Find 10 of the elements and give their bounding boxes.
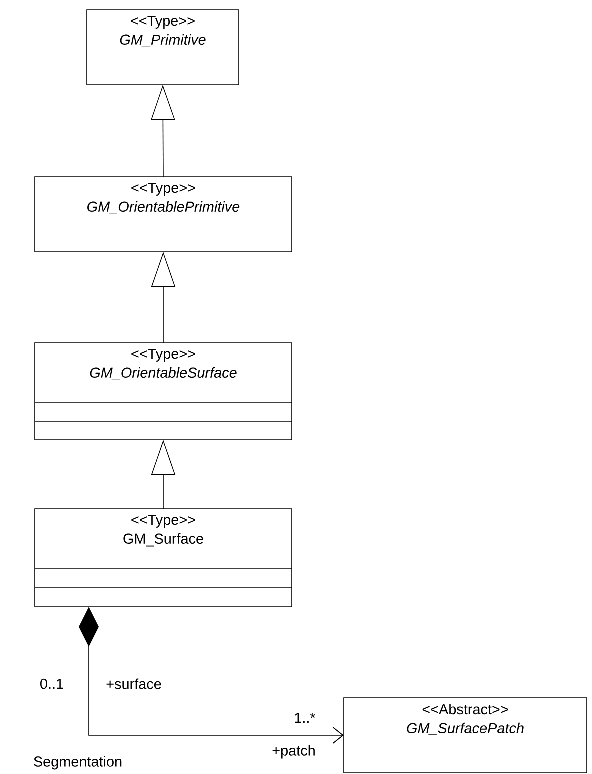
class-box: <<Type>> GM_Primitive: [86, 10, 240, 86]
role-label: +surface: [106, 678, 162, 690]
class-box: <<Type>> GM_OrientablePrimitive: [34, 176, 292, 252]
class-box: <<Type>> GM_OrientableSurface: [34, 342, 292, 440]
class-box: <<Abstract>> GM_SurfacePatch: [344, 698, 588, 774]
role-label: +patch: [272, 745, 315, 759]
multiplicity-label: 0..1: [40, 678, 64, 690]
multiplicity-label: 1..*: [295, 713, 316, 723]
class-box: <<Type>> GM_Surface: [34, 508, 292, 608]
association-name: Segmentation: [34, 756, 122, 770]
